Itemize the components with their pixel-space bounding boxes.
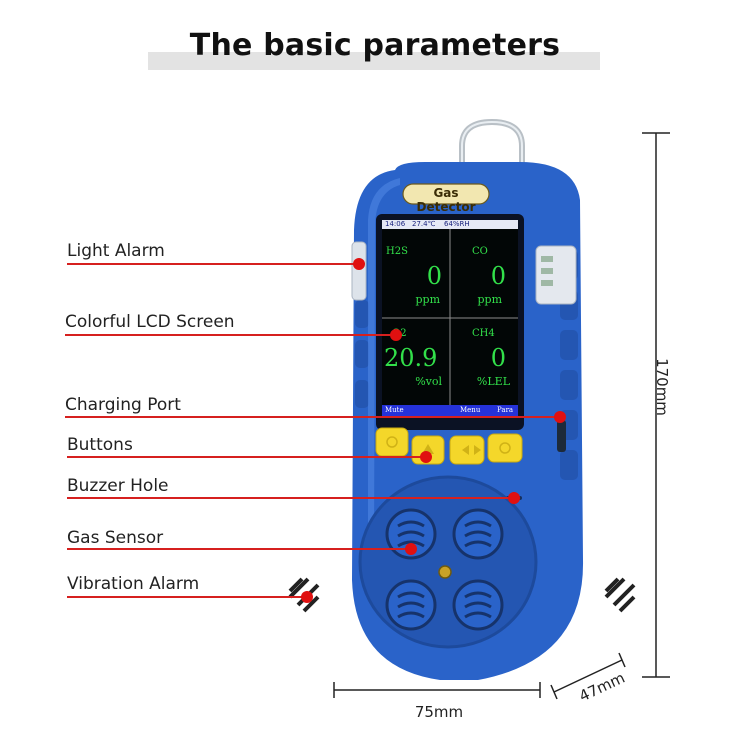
callout-light-alarm-label: Light Alarm	[67, 241, 165, 261]
callout-charging-port-dot	[554, 411, 566, 423]
ok-button	[487, 433, 523, 463]
channel-ch4-unit: %LEL	[476, 375, 510, 388]
callout-buttons-dot	[420, 451, 432, 463]
channel-ch4-name: CH4	[472, 328, 495, 339]
callout-buzzer-line	[67, 497, 514, 499]
right-light-alarm-lens	[535, 245, 577, 305]
callout-lcd-line	[65, 334, 396, 336]
callout-vibration-line	[67, 596, 307, 598]
lcd-status-bar	[382, 220, 518, 229]
side-ribs	[355, 250, 578, 480]
callout-gas-sensor-label: Gas Sensor	[67, 528, 164, 548]
title-underline-bar	[148, 52, 600, 70]
callout-buttons-line	[67, 456, 426, 458]
callout-buzzer-label: Buzzer Hole	[67, 476, 169, 496]
callout-gas-sensor-line	[67, 548, 411, 550]
charging-port	[557, 420, 566, 452]
gas-sensor-grilles	[385, 508, 504, 631]
callout-vibration-dot	[301, 591, 313, 603]
channel-ch4-value: 0	[490, 344, 506, 372]
lcd-softkey-bar	[382, 405, 518, 416]
callout-lcd-label: Colorful LCD Screen	[65, 312, 235, 332]
left-light-alarm-lens	[351, 241, 367, 301]
channel-o2-unit: %vol	[415, 375, 442, 388]
channel-o2-value: 20.9	[384, 344, 438, 372]
callout-charging-port-line	[65, 416, 560, 418]
channel-co-value: 0	[490, 262, 506, 290]
page-title: The basic parameters	[189, 28, 561, 63]
callout-buttons-label: Buttons	[67, 435, 133, 455]
power-button	[375, 427, 409, 457]
softkey-menu: Menu	[460, 406, 481, 414]
callout-vibration-label: Vibration Alarm	[67, 574, 200, 594]
device-badge: Gas Detector	[416, 186, 476, 214]
center-screw	[438, 565, 452, 579]
callout-charging-port-label: Charging Port	[65, 395, 181, 415]
badge-plate	[402, 183, 490, 205]
channel-co-name: CO	[472, 246, 488, 257]
channel-h2s-unit: ppm	[415, 293, 440, 306]
callout-buzzer-dot	[508, 492, 520, 504]
channel-co-unit: ppm	[477, 293, 502, 306]
vibration-icon-right	[604, 577, 636, 613]
channel-h2s-name: H2S	[386, 246, 408, 257]
depth-dimension-line	[553, 659, 623, 693]
softkey-para: Para	[497, 406, 514, 414]
channel-h2s-value: 0	[426, 262, 442, 290]
callout-lcd-dot	[390, 329, 402, 341]
lcd-time: 14:06	[385, 220, 406, 228]
lcd-temperature: 27.4℃	[412, 220, 436, 228]
vibration-icon-left	[288, 577, 320, 613]
callout-gas-sensor-dot	[405, 543, 417, 555]
width-dimension-label: 75mm	[414, 703, 464, 721]
height-dimension-label: 170mm	[653, 358, 671, 416]
callout-light-alarm-dot	[353, 258, 365, 270]
softkey-mute: Mute	[385, 406, 404, 414]
callout-light-alarm-line	[67, 263, 359, 265]
lcd-humidity: 64%RH	[444, 220, 470, 228]
